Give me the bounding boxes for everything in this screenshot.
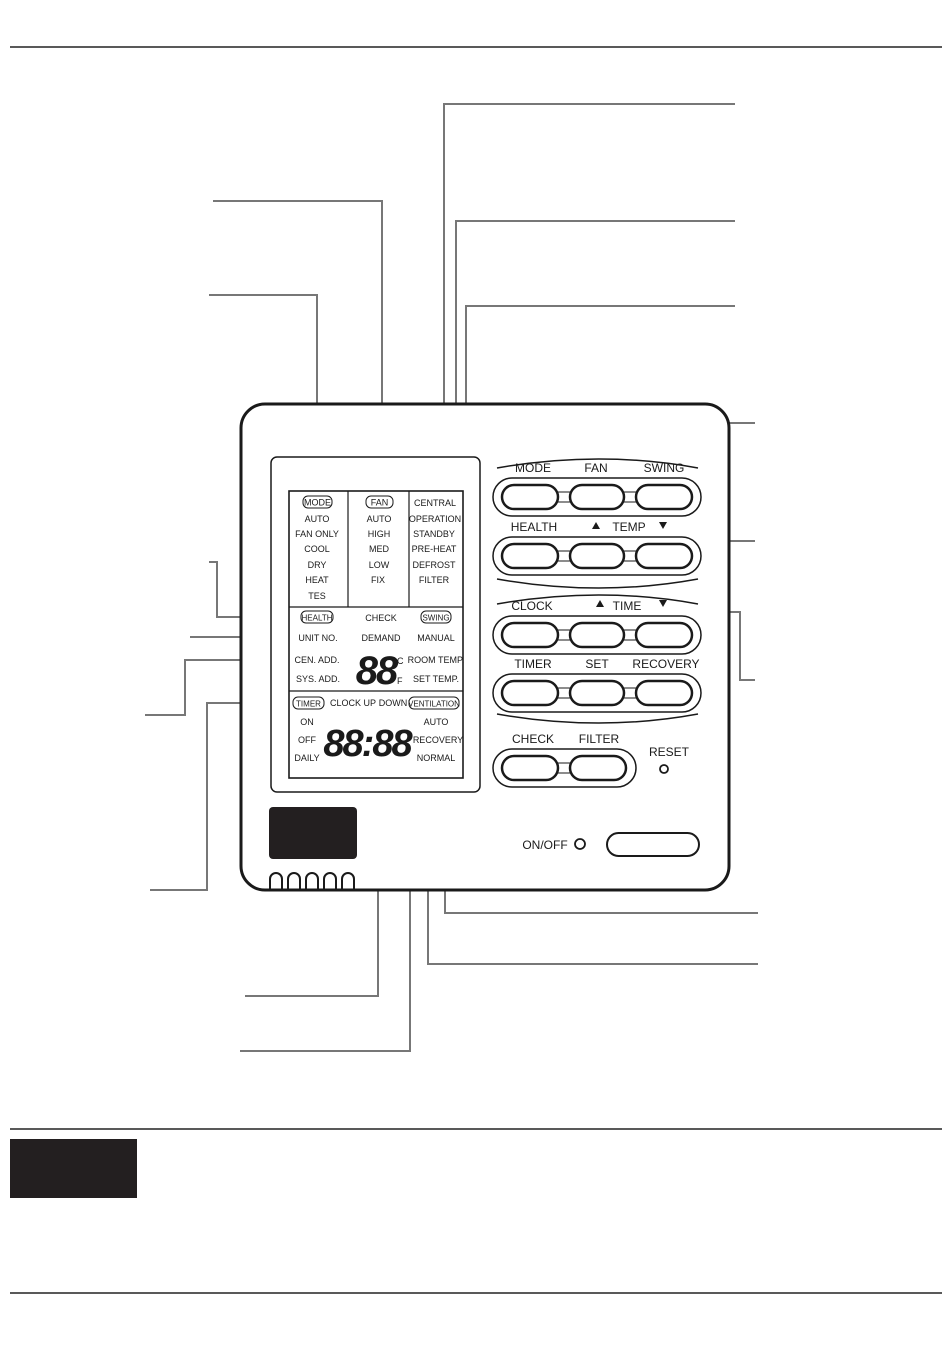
timer-on: ON [300, 717, 314, 727]
fan-high: HIGH [368, 529, 391, 539]
health-button[interactable] [500, 542, 560, 570]
room-temp-label: ROOM TEMP. [408, 655, 465, 665]
row4-housing [492, 673, 702, 713]
mode-badge: MODE [304, 498, 331, 508]
temp-down-button[interactable] [634, 542, 694, 570]
lcd-dividers [289, 491, 463, 692]
status-central: CENTRAL [414, 498, 456, 508]
lcd-screen [288, 490, 464, 779]
check-button[interactable] [500, 754, 560, 782]
time-down-arrow-icon [659, 600, 667, 607]
manual-label: MANUAL [417, 633, 455, 643]
temp-up-button[interactable] [568, 542, 626, 570]
onoff-indicator-icon [574, 838, 586, 850]
ventilation-badge: VENTILATION [408, 700, 460, 709]
demand-label: DEMAND [361, 633, 401, 643]
status-pre-heat: PRE-HEAT [412, 544, 457, 554]
mode-heat: HEAT [305, 575, 329, 585]
fan-med: MED [369, 544, 390, 554]
vent-auto: AUTO [424, 717, 449, 727]
fan-auto: AUTO [367, 514, 392, 524]
mode-button[interactable] [500, 483, 560, 511]
health-button-label: HEALTH [511, 520, 557, 534]
vent-recovery: RECOVERY [413, 735, 463, 745]
fan-fix: FIX [371, 575, 385, 585]
down-label: DOWN [379, 698, 408, 708]
timer-button-label: TIMER [514, 657, 552, 671]
status-standby: STANDBY [413, 529, 455, 539]
cen-add-label: CEN. ADD. [294, 655, 339, 665]
set-button-label: SET [585, 657, 609, 671]
panel-brackets [496, 458, 699, 724]
lcd-frame [270, 456, 481, 793]
clock-button-label: CLOCK [511, 599, 552, 613]
row3-housing [492, 615, 702, 655]
reset-label: RESET [649, 745, 690, 759]
timer-badge: TIMER [296, 700, 321, 709]
fan-button[interactable] [568, 483, 626, 511]
filter-button-label: FILTER [579, 732, 620, 746]
mode-button-label: MODE [515, 461, 551, 475]
fan-button-label: FAN [584, 461, 607, 475]
celsius-unit: C [397, 656, 404, 666]
mode-auto: AUTO [305, 514, 330, 524]
status-operation: OPERATION [409, 514, 461, 524]
ventilation-badge-frame [408, 696, 460, 710]
onoff-button[interactable] [606, 832, 700, 857]
timer-daily: DAILY [294, 753, 319, 763]
time-digits: 88:88 [323, 723, 413, 765]
fan-badge: FAN [371, 498, 389, 508]
mode-dry: DRY [308, 560, 327, 570]
swing-badge-frame [420, 610, 452, 624]
check-indicator: CHECK [365, 613, 397, 623]
health-badge: HEALTH [302, 614, 333, 623]
ir-receiver-window [269, 807, 357, 859]
swing-button[interactable] [634, 483, 694, 511]
temperature-digits: 88 [356, 649, 399, 693]
health-badge-frame [300, 610, 334, 624]
fan-low: LOW [369, 560, 390, 570]
status-defrost: DEFROST [412, 560, 456, 570]
filter-button[interactable] [568, 754, 628, 782]
temp-up-arrow-icon [592, 522, 600, 529]
check-button-label: CHECK [512, 732, 554, 746]
temp-label: TEMP [612, 520, 645, 534]
leader-central [443, 103, 735, 503]
mode-badge-frame [302, 495, 333, 509]
leader-fan [213, 200, 383, 495]
vent-normal: NORMAL [417, 753, 456, 763]
swing-button-label: SWING [644, 461, 685, 475]
temp-down-arrow-icon [659, 522, 667, 529]
row1-housing [492, 477, 702, 517]
sys-add-label: SYS. ADD. [296, 674, 340, 684]
row2-housing [492, 536, 702, 576]
onoff-label: ON/OFF [522, 838, 567, 852]
status-filter: FILTER [419, 575, 450, 585]
fahrenheit-unit: F [397, 676, 403, 686]
timer-off: OFF [298, 735, 316, 745]
clock-up-label: CLOCK UP [330, 698, 376, 708]
vent-slots [269, 872, 355, 890]
recovery-button[interactable] [634, 679, 694, 707]
set-temp-label: SET TEMP. [413, 674, 459, 684]
time-up-arrow-icon [596, 600, 604, 607]
note-block [10, 1139, 137, 1198]
clock-button[interactable] [500, 621, 560, 649]
fan-badge-frame [365, 495, 394, 509]
mode-tes: TES [308, 591, 326, 601]
recovery-button-label: RECOVERY [632, 657, 699, 671]
row5-housing [492, 748, 637, 788]
unit-no-label: UNIT NO. [298, 633, 337, 643]
time-down-button[interactable] [634, 621, 694, 649]
set-button[interactable] [568, 679, 626, 707]
timer-badge-frame [292, 696, 325, 710]
mode-fan-only: FAN ONLY [295, 529, 339, 539]
timer-button[interactable] [500, 679, 560, 707]
time-label: TIME [613, 599, 642, 613]
swing-badge: SWING [422, 614, 449, 623]
reset-button[interactable] [659, 764, 669, 774]
mode-cool: COOL [304, 544, 330, 554]
time-up-button[interactable] [568, 621, 626, 649]
